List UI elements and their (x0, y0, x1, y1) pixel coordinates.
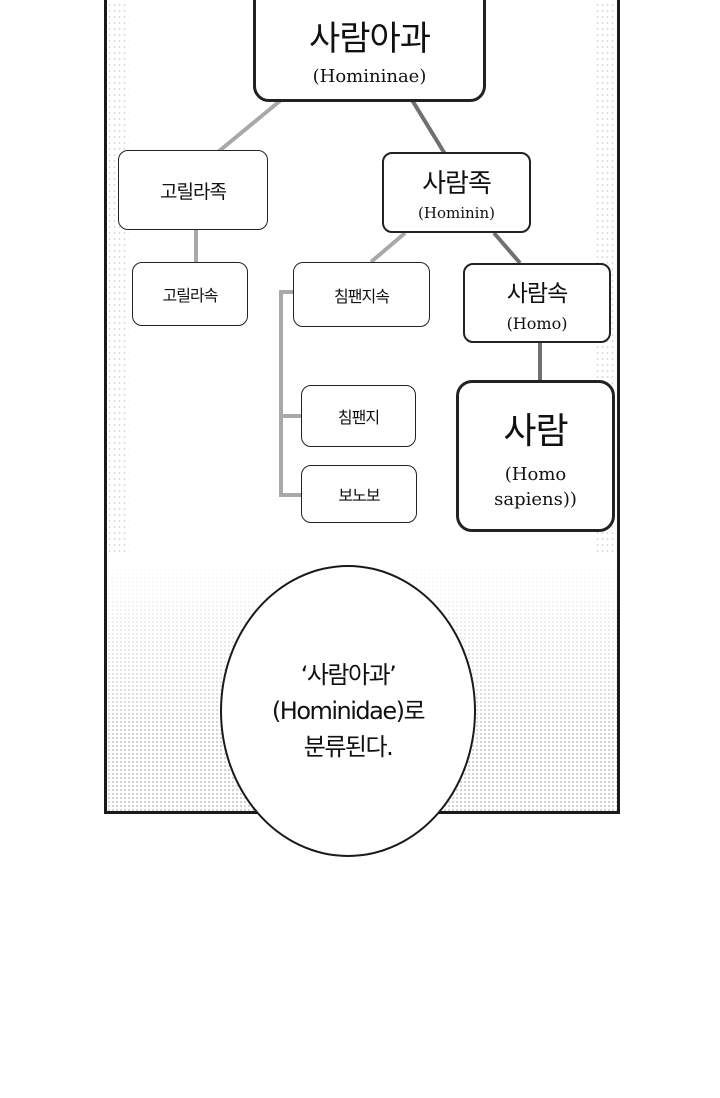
node-chimp-genus-ko: 침팬지속 (334, 286, 390, 306)
node-gorilla-genus-ko: 고릴라속 (162, 286, 219, 305)
speech-line-2: (Hominidae)로 (271, 697, 426, 725)
speech-line-3: 분류된다. (303, 733, 394, 761)
connector-human-tribe-homo-genus (492, 231, 522, 265)
node-chimpanzee-ko: 침팬지 (337, 408, 380, 427)
node-gorilla-tribe-ko: 고릴라족 (160, 180, 227, 203)
connector-homininae-human-tribe (410, 98, 447, 156)
node-homininae-ko: 사람아과 (308, 19, 431, 59)
node-human-latin-1: (Homo (504, 464, 567, 485)
node-human-latin-2: sapiens)) (494, 489, 577, 510)
node-human-tribe-ko: 사람족 (422, 169, 492, 199)
connector-homininae-gorilla-tribe (216, 98, 283, 154)
node-bonobo-ko: 보노보 (338, 486, 380, 505)
node-homininae-latin: (Homininae) (312, 66, 427, 87)
node-homo-genus: 사람속 (Homo) (463, 263, 611, 343)
connector-human-tribe-chimp-genus (369, 231, 407, 264)
speech-line-1: ‘사람아과’ (300, 661, 397, 689)
speech-bubble: ‘사람아과’ (Hominidae)로 분류된다. (220, 565, 476, 857)
node-gorilla-genus: 고릴라속 (132, 262, 248, 326)
node-human-tribe-latin: (Hominin) (418, 204, 495, 222)
connector-chimp-genus-species (279, 290, 302, 497)
node-human-ko: 사람 (503, 411, 568, 452)
node-homo-genus-latin: (Homo) (506, 313, 568, 333)
node-gorilla-tribe: 고릴라족 (118, 150, 268, 230)
node-human: 사람 (Homo sapiens)) (456, 380, 615, 532)
node-bonobo: 보노보 (301, 465, 417, 523)
node-human-tribe: 사람족 (Hominin) (382, 152, 531, 233)
node-homininae: 사람아과 (Homininae) (253, 0, 486, 102)
node-chimp-genus: 침팬지속 (293, 262, 430, 327)
screentone-left (107, 0, 129, 556)
node-homo-genus-ko: 사람속 (506, 280, 568, 307)
node-chimpanzee: 침팬지 (301, 385, 416, 447)
